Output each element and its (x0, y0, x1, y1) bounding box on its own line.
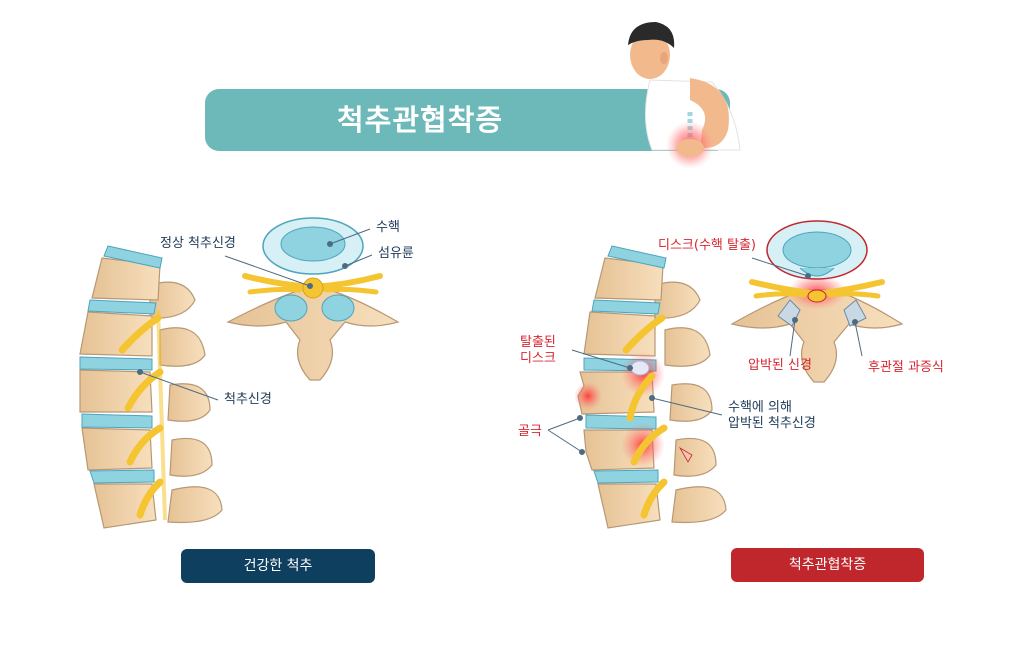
label-compressed-by-nucleus-2: 압박된 척추신경 (728, 416, 816, 432)
caption-healthy-spine: 건강한 척추 (181, 549, 375, 583)
label-spinal-nerve: 척추신경 (224, 392, 272, 408)
label-facet-hypertrophy: 후관절 과증식 (868, 360, 944, 376)
label-compressed-nerve: 압박된 신경 (748, 358, 812, 374)
label-nucleus: 수핵 (376, 220, 400, 236)
stenosis-spine-lateral (574, 246, 726, 528)
label-annulus: 섬유륜 (378, 246, 414, 262)
label-herniated-disc-1: 탈출된 (520, 335, 556, 351)
healthy-vertebra-cross-section (228, 218, 398, 380)
healthy-spine-lateral (80, 246, 222, 528)
label-disc-herniation: 디스크(수핵 탈출) (658, 238, 756, 254)
label-herniated-disc-2: 디스크 (520, 351, 556, 367)
label-normal-nerve: 정상 척추신경 (160, 236, 236, 252)
caption-spinal-stenosis: 척추관협착증 (731, 548, 924, 582)
label-bone-spur: 골극 (518, 424, 542, 440)
man-back-pain-icon (628, 22, 740, 169)
label-compressed-by-nucleus-1: 수핵에 의해 (728, 400, 792, 416)
